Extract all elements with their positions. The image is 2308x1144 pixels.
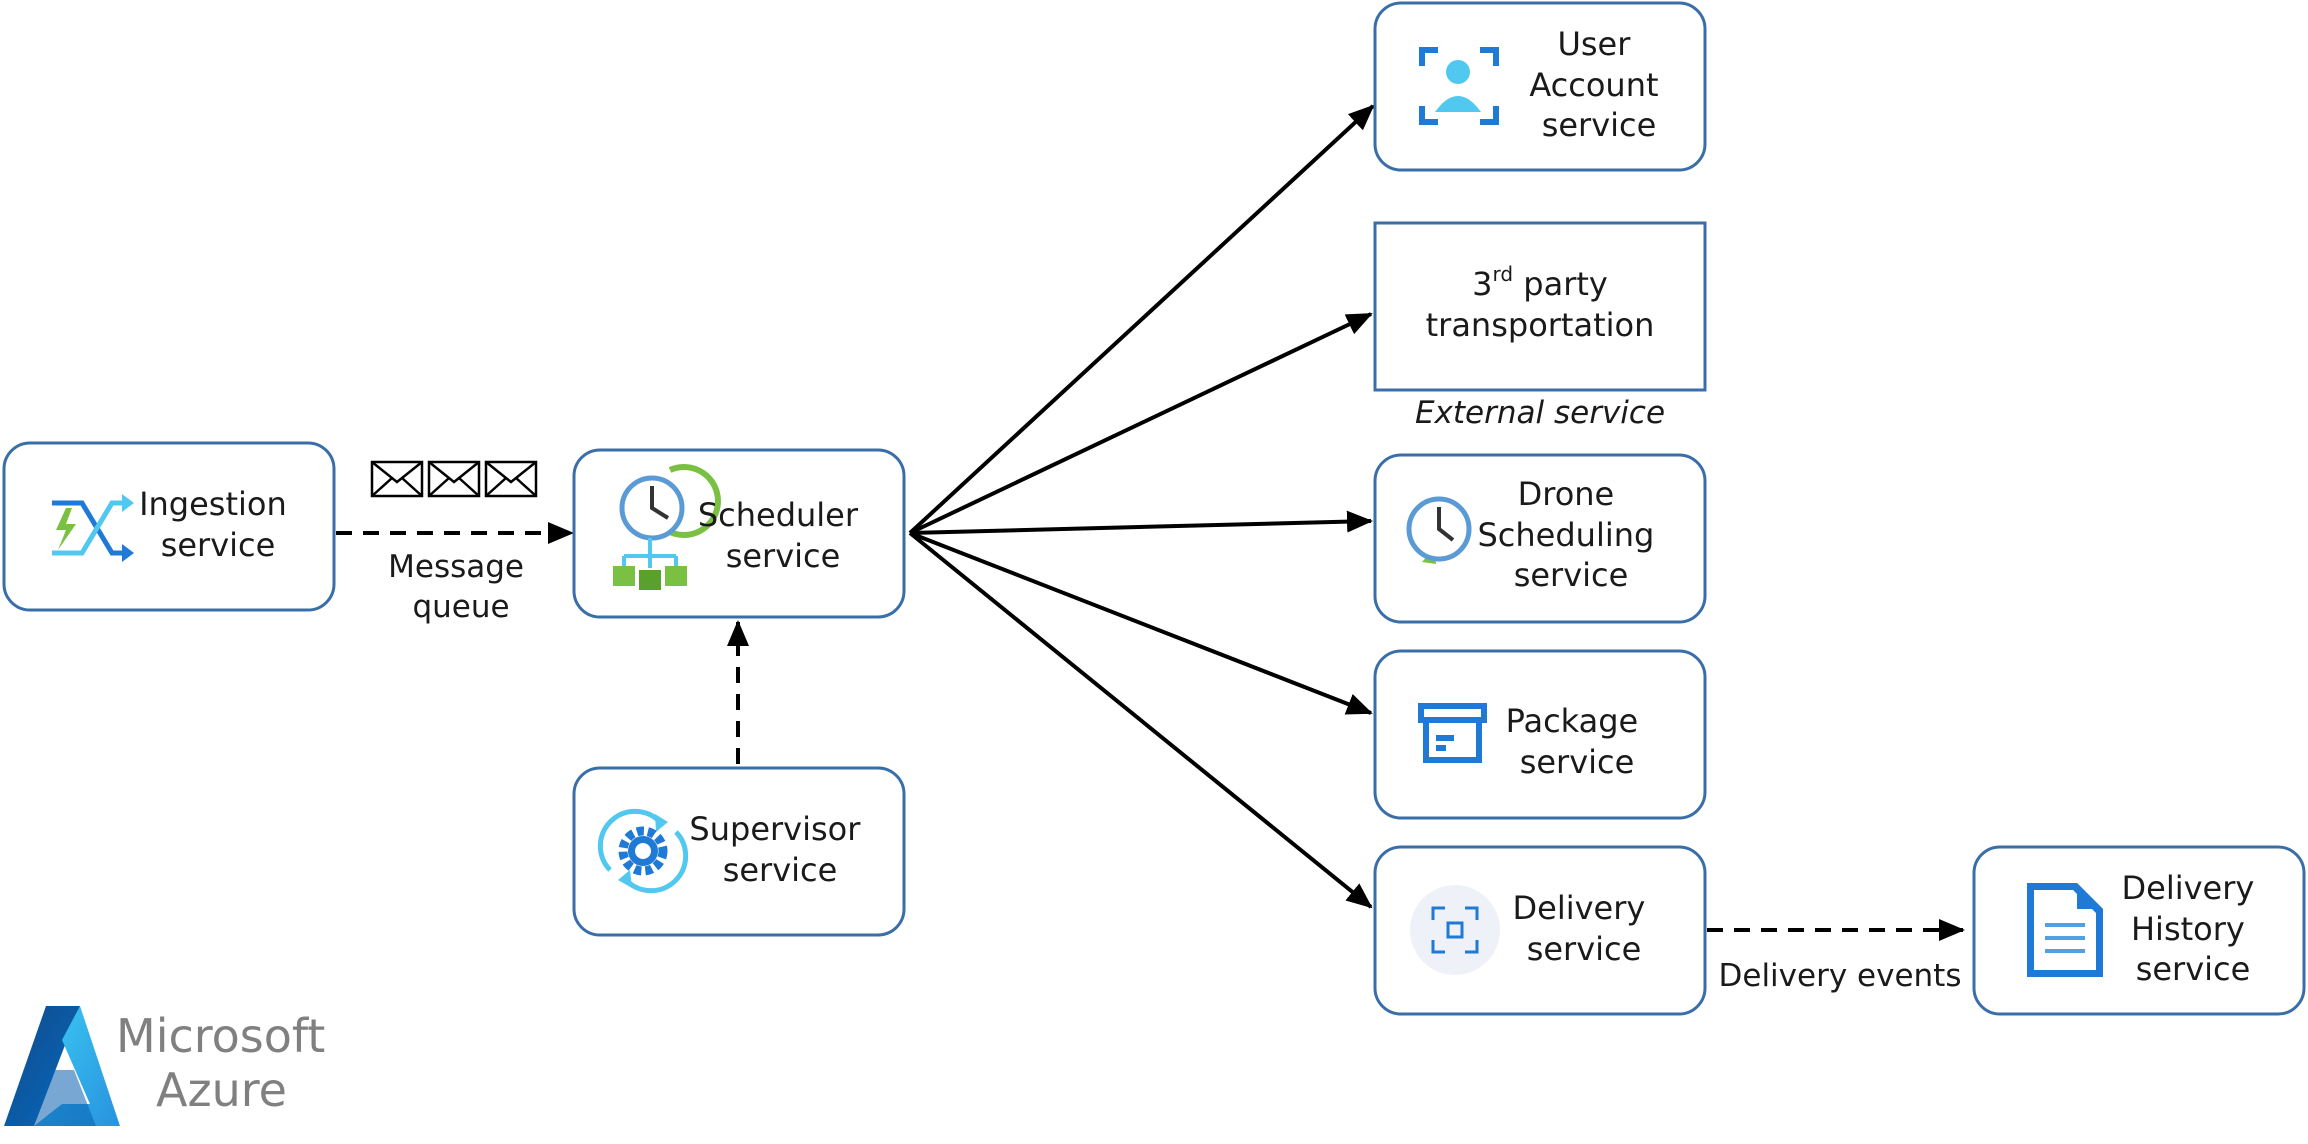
third-party-transportation-node[interactable]: 3rd party transportation xyxy=(1373,221,1707,392)
delivery-events-label: Delivery events xyxy=(1719,958,1962,994)
supervisor-service-node[interactable]: Supervisor service xyxy=(572,766,906,937)
document-icon xyxy=(2027,883,2103,977)
svg-text:Scheduler service: Scheduler service xyxy=(698,496,868,575)
delivery-history-service-node[interactable]: Delivery History service xyxy=(1972,845,2306,1016)
scheduler-to-drone-scheduling-arrow xyxy=(909,510,1373,535)
user-account-service-node[interactable]: User Account service xyxy=(1373,1,1707,172)
clock-refresh-icon xyxy=(1406,496,1472,564)
microsoft-azure-logo: Microsoft Azure xyxy=(4,1006,340,1126)
package-box-icon xyxy=(1418,703,1487,763)
envelope-icon xyxy=(427,460,481,498)
message-queue-label: Message queue xyxy=(388,549,534,625)
svg-text:Supervisor service: Supervisor service xyxy=(689,810,870,889)
message-envelopes xyxy=(370,460,538,498)
external-service-caption: External service xyxy=(1415,395,1665,431)
ingestion-service-node[interactable]: Ingestion service xyxy=(2,441,336,612)
azure-logo-icon xyxy=(4,1006,120,1126)
connectors xyxy=(336,104,1965,941)
focus-frame-icon xyxy=(1410,885,1500,975)
svg-text:Package service: Package service xyxy=(1506,702,1649,781)
scheduler-service-node[interactable]: Scheduler service xyxy=(572,448,906,619)
svg-text:Delivery service: Delivery service xyxy=(1513,889,1656,968)
svg-text:3rd party: 3rd party xyxy=(1472,262,1608,303)
gear-sync-icon xyxy=(597,808,689,894)
user-head xyxy=(1446,60,1470,84)
svg-text:User Account servi: User Account service xyxy=(1529,25,1668,144)
scheduler-to-user-account-arrow xyxy=(908,104,1375,535)
envelope-icon xyxy=(370,460,424,498)
shuffle-bolt-icon xyxy=(52,494,134,562)
clock-hierarchy-icon xyxy=(613,463,721,590)
svg-text:Drone Scheduling s: Drone Scheduling service xyxy=(1477,475,1664,594)
user-frame-icon xyxy=(1419,47,1499,125)
delivery-service-node[interactable]: Delivery service xyxy=(1373,845,1707,1016)
svg-text:Delivery History s: Delivery History service xyxy=(2122,869,2265,988)
scheduler-to-package-arrow xyxy=(909,531,1373,715)
svg-text:transportation: transportation xyxy=(1426,306,1655,344)
logo-text: Microsoft Azure xyxy=(116,1009,340,1117)
user-body xyxy=(1435,96,1481,112)
envelope-icon xyxy=(484,460,538,498)
scheduler-to-third-party-arrow xyxy=(909,312,1373,535)
package-service-node[interactable]: Package service xyxy=(1373,649,1707,820)
svg-text:Ingestion service: Ingestion service xyxy=(139,485,297,564)
drone-scheduling-service-node[interactable]: Drone Scheduling service xyxy=(1373,453,1707,624)
scheduler-to-delivery-arrow xyxy=(908,531,1373,909)
